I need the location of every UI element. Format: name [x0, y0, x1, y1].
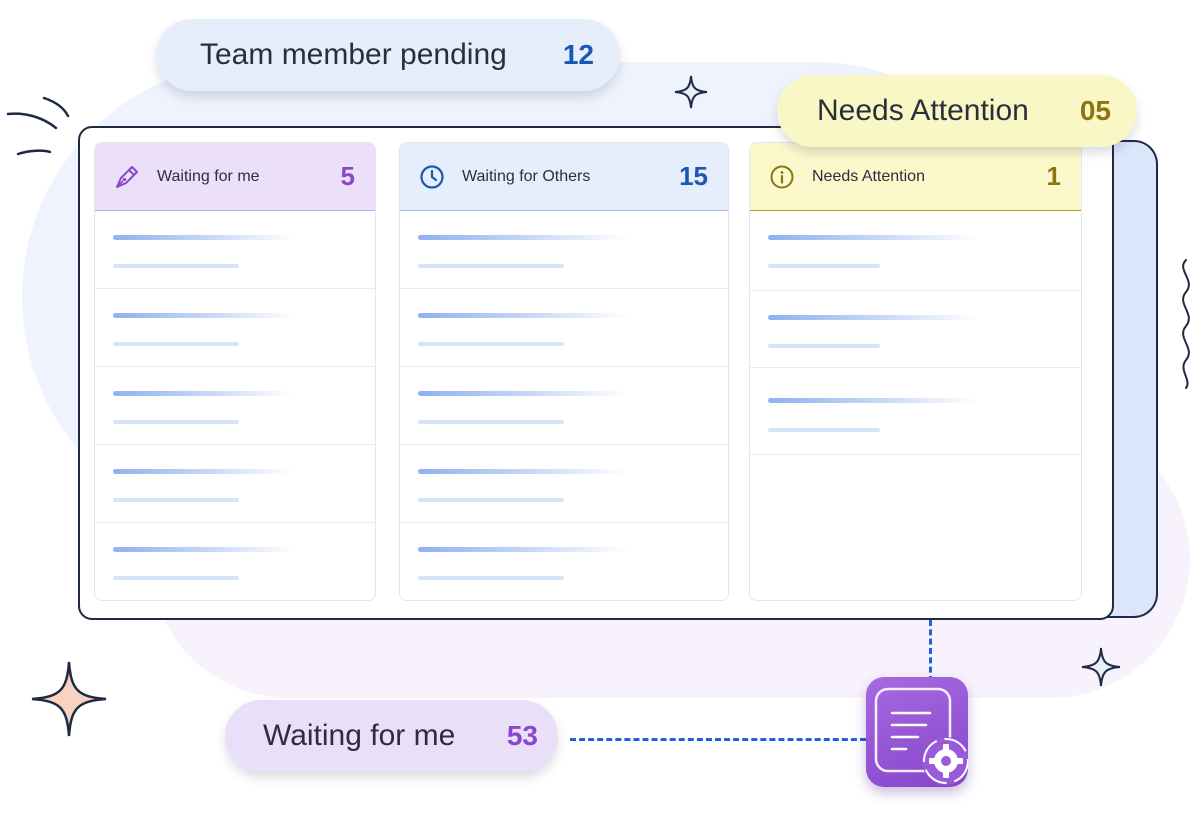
column-needs-attention: Needs Attention 1	[749, 142, 1082, 601]
placeholder-line	[418, 576, 564, 580]
placeholder-line	[113, 313, 293, 318]
pill-count: 12	[562, 39, 594, 70]
pill-label: Needs Attention	[817, 94, 1029, 127]
placeholder-line	[418, 498, 564, 502]
column-header[interactable]: Waiting for me 5	[95, 143, 375, 211]
placeholder-line	[768, 428, 880, 432]
placeholder-line	[113, 469, 293, 474]
needs-attention-pill[interactable]: Needs Attention 05	[777, 75, 1137, 147]
placeholder-line	[768, 315, 978, 320]
sparkle-icon	[31, 661, 107, 737]
placeholder-line	[418, 264, 564, 268]
column-count: 5	[340, 161, 355, 191]
placeholder-line	[768, 398, 978, 403]
team-member-pending-pill[interactable]: Team member pending 12	[156, 19, 620, 91]
list-item[interactable]	[400, 523, 728, 600]
column-title: Waiting for me	[157, 167, 260, 185]
sparkle-icon	[1081, 647, 1121, 687]
list-item[interactable]	[750, 291, 1081, 368]
placeholder-line	[418, 235, 628, 240]
list-item[interactable]	[400, 289, 728, 367]
list-item[interactable]	[95, 289, 375, 367]
placeholder-line	[113, 391, 293, 396]
list-item[interactable]	[95, 367, 375, 445]
list-item[interactable]	[400, 445, 728, 523]
placeholder-line	[113, 576, 239, 580]
placeholder-line	[113, 342, 239, 346]
pill-count: 05	[1079, 95, 1111, 126]
motion-lines-icon	[6, 96, 70, 156]
pill-count: 53	[506, 720, 538, 751]
connector-line	[929, 620, 932, 682]
placeholder-line	[768, 344, 880, 348]
info-icon	[768, 163, 796, 191]
list-item[interactable]	[400, 367, 728, 445]
placeholder-line	[113, 420, 239, 424]
column-count: 15	[679, 161, 708, 191]
squiggle-icon	[1182, 259, 1190, 389]
placeholder-line	[113, 498, 239, 502]
pill-label: Waiting for me	[263, 719, 456, 752]
connector-line	[570, 738, 866, 741]
list-item[interactable]	[95, 445, 375, 523]
waiting-for-me-pill[interactable]: Waiting for me 53	[225, 700, 558, 772]
list-item[interactable]	[95, 211, 375, 289]
placeholder-line	[418, 547, 628, 552]
placeholder-line	[768, 264, 880, 268]
placeholder-line	[113, 264, 239, 268]
placeholder-line	[418, 313, 628, 318]
column-waiting-for-others: Waiting for Others 15	[399, 142, 729, 601]
column-header[interactable]: Waiting for Others 15	[400, 143, 728, 211]
placeholder-line	[418, 469, 628, 474]
column-title: Needs Attention	[812, 167, 925, 185]
list-item[interactable]	[95, 523, 375, 600]
sparkle-icon	[674, 75, 708, 109]
column-count: 1	[1046, 161, 1061, 191]
list-item[interactable]	[750, 211, 1081, 291]
placeholder-line	[113, 547, 293, 552]
list-item[interactable]	[400, 211, 728, 289]
placeholder-line	[418, 391, 628, 396]
placeholder-line	[418, 420, 564, 424]
placeholder-line	[768, 235, 978, 240]
column-waiting-for-me: Waiting for me 5	[94, 142, 376, 601]
column-header[interactable]: Needs Attention 1	[750, 143, 1081, 211]
placeholder-line	[113, 235, 293, 240]
pill-label: Team member pending	[200, 38, 507, 71]
pen-icon	[113, 163, 141, 191]
column-title: Waiting for Others	[462, 167, 591, 185]
document-gear-icon[interactable]	[866, 677, 970, 787]
clock-icon	[418, 163, 446, 191]
placeholder-line	[418, 342, 564, 346]
list-item[interactable]	[750, 368, 1081, 455]
